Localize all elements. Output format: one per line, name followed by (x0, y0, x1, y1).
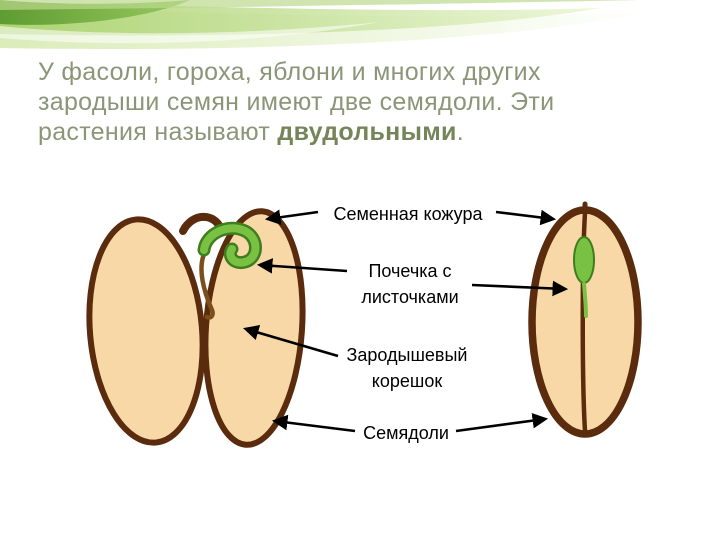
left-cotyledon-shape (86, 216, 206, 446)
intro-text: У фасоли, гороха, яблони и многих других… (38, 57, 658, 147)
intro-line-3: растения называют двудольными. (38, 117, 658, 147)
arrow-cotyledons-right (455, 412, 549, 433)
bud-sprout-shape (200, 224, 260, 267)
embryo-shape (573, 236, 595, 284)
label-seed-coat: Семенная кожура (322, 201, 494, 227)
label-bud-line-1: Почечка с (368, 261, 452, 281)
label-root-line-2: корешок (371, 371, 443, 391)
arrow-bud-right (471, 280, 569, 297)
intro-line-2: зародыши семян имеют две семядоли. Эти (38, 88, 555, 116)
pointer-arrows (243, 209, 569, 433)
label-bud-with-leaflets: Почечка с листочками (336, 258, 484, 310)
label-cotyledons: Семядоли (350, 420, 462, 446)
intro-line-3-suffix: . (456, 118, 464, 146)
swoosh-top-line (0, 0, 640, 10)
arrow-seed-coat-left (264, 209, 319, 225)
swoosh-highlight (0, 22, 380, 44)
arrow-bud-left (256, 258, 348, 274)
seed-seam-line (580, 210, 588, 434)
header-swoosh-decoration (0, 0, 655, 50)
intro-line-1: У фасоли, гороха, яблони и многих других (38, 58, 541, 86)
embryo-tail-shape (582, 282, 588, 318)
dicotyledon-term: двудольными (277, 118, 457, 146)
whole-seed-illustration (528, 201, 642, 438)
arrow-cotyledons-left (271, 414, 356, 433)
embryonic-root-shape (199, 249, 215, 320)
label-root-line-1: Зародышевый (346, 345, 468, 365)
intro-line-3-prefix: растения называют (38, 118, 278, 146)
arrow-root (243, 325, 339, 358)
label-seed-coat-text: Семенная кожура (333, 204, 483, 224)
split-seed-illustration (86, 208, 306, 448)
label-cotyledons-text: Семядоли (363, 423, 449, 443)
label-embryonic-root: Зародышевый корешок (326, 342, 488, 394)
arrow-seed-coat-right (495, 209, 557, 226)
label-bud-line-2: листочками (361, 287, 459, 307)
